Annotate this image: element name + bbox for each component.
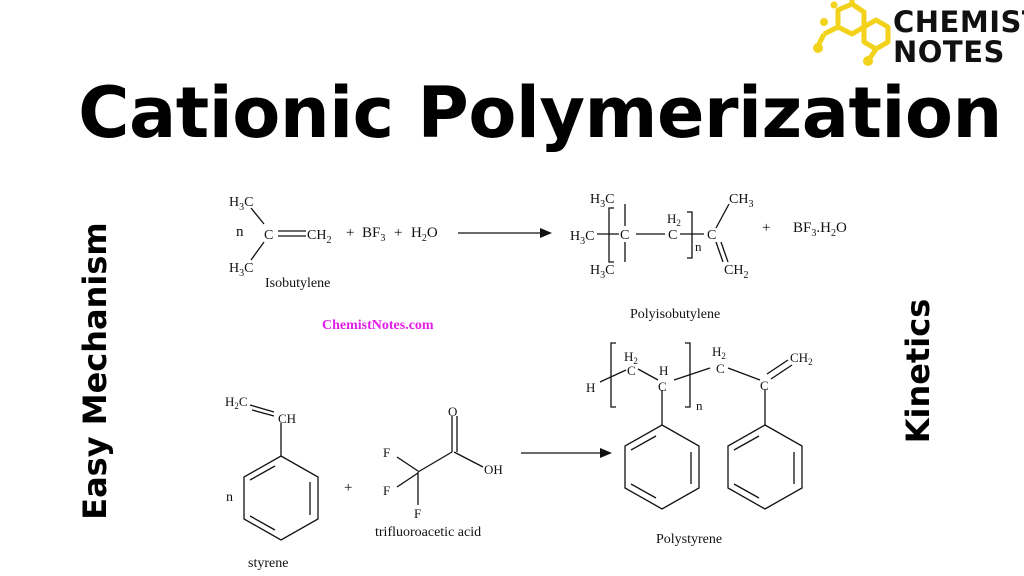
ps-ch2-end: CH2 (790, 350, 813, 367)
styrene-n: n (226, 490, 233, 505)
pib-n: n (695, 239, 702, 254)
ps-c-end: C (760, 378, 769, 393)
arrow-head-icon (540, 228, 552, 238)
chemist-notes-logo (813, 0, 891, 66)
ps-h-end: H (586, 380, 595, 395)
plus-sign: + (762, 220, 770, 236)
tfa-f-left: F (383, 483, 390, 498)
ps-n: n (696, 398, 703, 413)
arrow-head-icon (600, 448, 612, 458)
watermark: ChemistNotes.com (322, 318, 434, 333)
pib-ch3-top: H3C (590, 192, 614, 210)
tfa-f-bottom: F (414, 506, 421, 521)
pib-ch2-c: C (668, 228, 677, 243)
byproduct-bf3-h2o: BF3.H2O (793, 220, 847, 239)
isobutylene-ch2: CH2 (307, 228, 331, 246)
styrene-ch: CH (278, 411, 296, 426)
acid-name: trifluoroacetic acid (375, 525, 481, 540)
plus-sign: + (346, 225, 354, 241)
ps-c-right: C (716, 361, 725, 376)
tfa-f-top: F (383, 445, 390, 460)
plus-sign: + (394, 225, 402, 241)
product-name: Polyisobutylene (630, 307, 720, 322)
isobutylene-ch3-bottom: H3C (229, 261, 253, 279)
plus-sign: + (344, 480, 352, 496)
styrene-h2c: H2C (225, 394, 248, 411)
monomer-name: styrene (248, 556, 288, 571)
reagent-h2o: H2O (411, 225, 438, 244)
pib-end-c: C (707, 228, 716, 243)
brand-line-2: NOTES (893, 35, 1005, 69)
ps-h2-left: H2 (624, 349, 638, 366)
molecule-logo-icon (815, 0, 891, 60)
pib-end-ch3: CH3 (729, 192, 753, 210)
ps-h-mid: H (659, 363, 668, 378)
isobutylene-ch3-top: H3C (229, 195, 253, 213)
isobutylene-n: n (236, 224, 244, 240)
brand-line-1: CHEMIST (893, 5, 1024, 39)
pib-quaternary-c: C (620, 228, 629, 243)
pib-h2: H2 (667, 211, 681, 228)
reagent-bf3: BF3 (362, 225, 385, 244)
isobutylene-c: C (264, 228, 273, 243)
page-title: Cationic Polymerization (78, 72, 1002, 154)
pib-ch3-bottom: H3C (590, 263, 614, 281)
reactant-name: Isobutylene (265, 276, 330, 291)
polymer-name: Polystyrene (656, 532, 722, 547)
ps-c-left: C (627, 363, 636, 378)
tfa-o: O (448, 404, 457, 419)
ps-h2-right: H2 (712, 344, 726, 361)
pib-end-ch2: CH2 (724, 263, 748, 281)
pib-ch3-left: H3C (570, 229, 594, 247)
tfa-oh: OH (484, 462, 503, 477)
ps-c-mid: C (658, 379, 667, 394)
